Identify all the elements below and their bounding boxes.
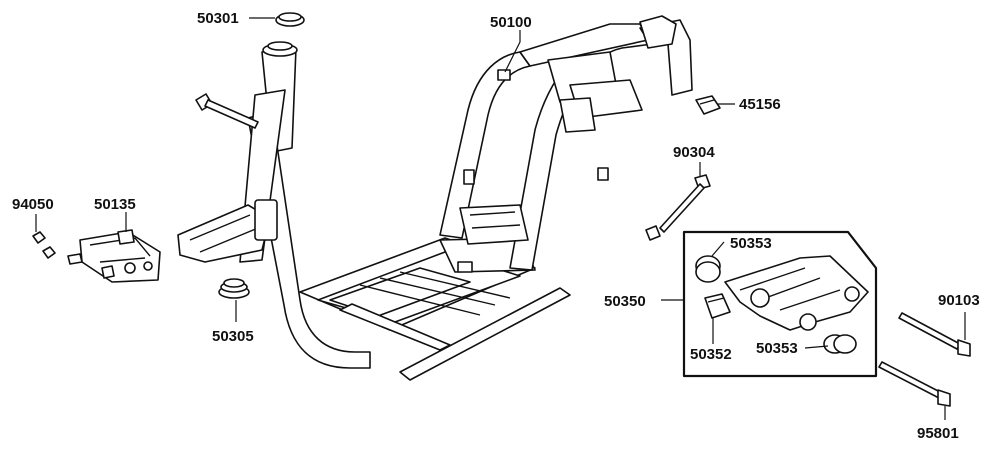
label-95801: 95801 (917, 425, 959, 442)
main-frame (177, 15, 693, 381)
bolt-95801 (878, 361, 951, 407)
bracket-50135 (67, 229, 161, 283)
label-50301: 50301 (197, 10, 239, 27)
label-50350: 50350 (604, 293, 646, 310)
bearing-cup-lower (218, 278, 250, 299)
leader-lines (35, 17, 966, 420)
nut-94050 (32, 231, 56, 259)
engine-hanger-assembly-box (682, 230, 878, 378)
bolt-90103 (898, 312, 971, 357)
clip-45156 (695, 95, 721, 115)
label-94050: 94050 (12, 196, 54, 213)
label-90304: 90304 (673, 144, 715, 161)
label-50100: 50100 (490, 14, 532, 31)
label-50352: 50352 (690, 346, 732, 363)
bolt-90304 (645, 174, 711, 241)
label-90103: 90103 (938, 292, 980, 309)
label-50353-top: 50353 (730, 235, 772, 252)
part-labels: 50301 50100 45156 90304 94050 50135 5030… (12, 10, 980, 442)
label-50135: 50135 (94, 196, 136, 213)
label-50353-bottom: 50353 (756, 340, 798, 357)
label-45156: 45156 (739, 96, 781, 113)
label-50305: 50305 (212, 328, 254, 345)
bearing-cup-upper (275, 12, 305, 27)
head-tube-bolt (195, 93, 259, 129)
